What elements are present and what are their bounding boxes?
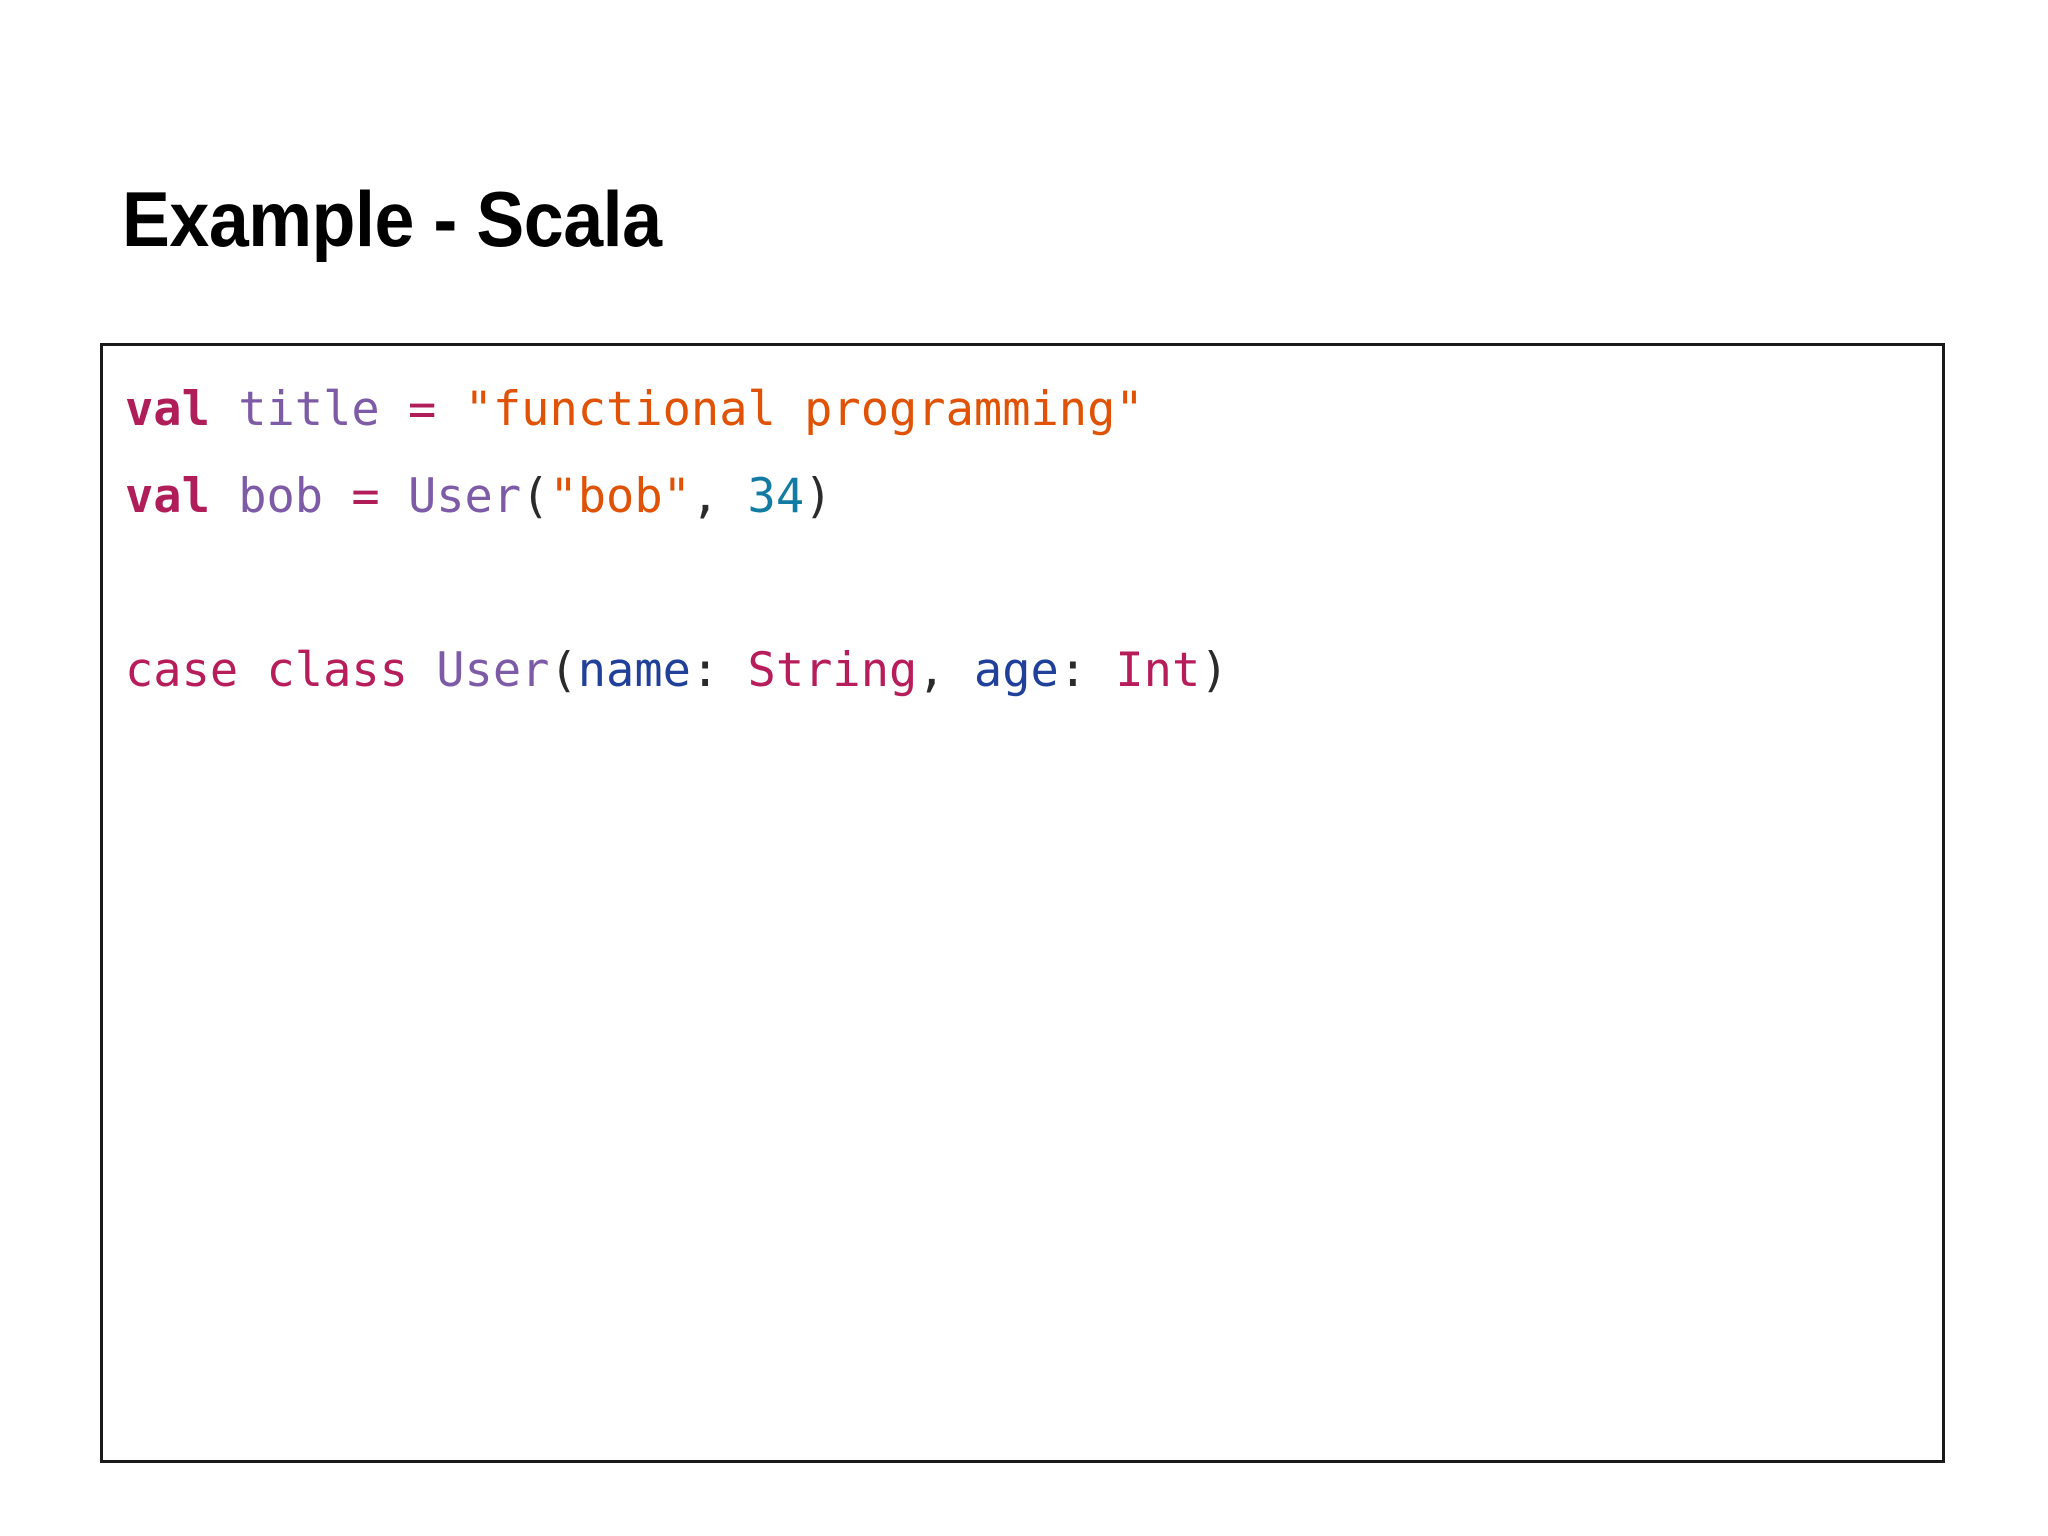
code-token-punct: ( [549,643,578,698]
code-token-typeref: String [747,643,918,698]
code-token-plain [436,382,464,437]
code-token-punct: , [690,469,720,524]
code-token-identifier: title [238,382,380,437]
code-token-number: 34 [747,469,805,524]
code-token-string: "bob" [549,469,691,524]
code-token-plain [323,469,351,524]
code-token-keyword: val [125,382,210,437]
code-line: val title = "functional programming" [125,366,1942,453]
code-line: case class User(name: String, age: Int) [125,627,1942,714]
code-block: val title = "functional programming"val … [100,343,1945,1463]
code-token-typeref: Int [1115,643,1201,698]
code-token-plain [380,469,408,524]
code-token-operator: = [351,469,380,524]
code-token-plain [210,469,238,524]
code-token-punct: , [917,643,946,698]
code-token-punct: ) [1200,643,1229,698]
code-token-punct: : [690,643,720,698]
code-token-plain [408,643,436,698]
code-token-punct: : [1058,643,1088,698]
code-token-type: User [436,643,550,698]
code-content: val title = "functional programming"val … [125,366,1942,1460]
code-token-plain [210,382,238,437]
page-title: Example - Scala [122,175,662,263]
code-line [125,540,1942,627]
code-token-plain [380,382,408,437]
code-token-operator: = [407,382,437,437]
code-token-plain [719,643,747,698]
code-token-keyword: val [125,469,210,524]
code-token-plain [719,469,747,524]
code-token-type: User [407,469,522,524]
code-token-string: "functional programming" [464,382,1144,437]
code-token-punct: ) [804,469,833,524]
code-token-param: name [577,643,691,698]
code-token-plain [1087,643,1115,698]
code-token-keyword2: class [266,643,408,698]
code-token-plain [238,643,266,698]
code-line: val bob = User("bob", 34) [125,453,1942,540]
code-token-punct: ( [521,469,550,524]
code-token-keyword2: case [125,643,239,698]
code-token-param: age [973,643,1059,698]
code-token-identifier: bob [238,469,324,524]
code-token-plain [946,643,974,698]
